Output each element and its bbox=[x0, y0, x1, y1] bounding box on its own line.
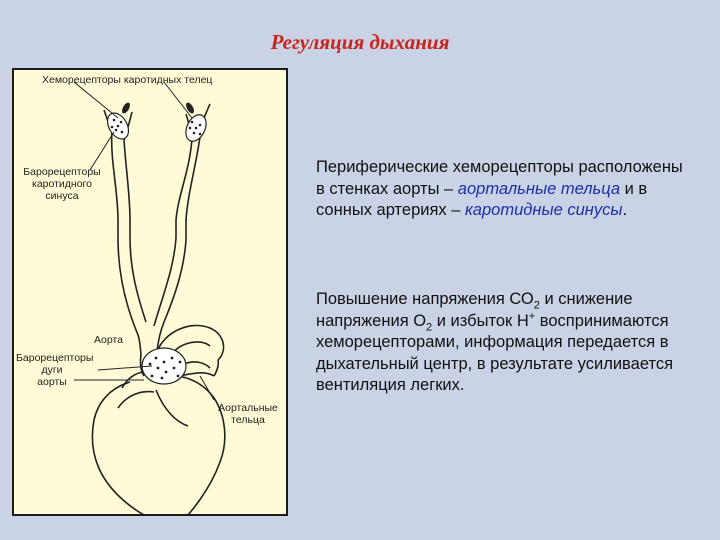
label-chemoreceptors: Хеморецепторы каротидных телец bbox=[42, 74, 213, 86]
label-baroreceptors-arch: Барорецепторы дуги аорты bbox=[16, 352, 94, 388]
highlight-aortic-bodies: аортальные тельца bbox=[457, 179, 620, 198]
highlight-carotid-sinuses: каротидные синусы bbox=[465, 201, 623, 219]
paragraph-peripheral-chemoreceptors: Периферические хеморецепторы расположены… bbox=[316, 158, 683, 219]
label-aorta: Аорта bbox=[94, 334, 123, 346]
anatomy-figure: Хеморецепторы каротидных телец Барорецеп… bbox=[12, 68, 288, 516]
label-baroreceptors-carotid: Барорецепторы каротидного синуса bbox=[23, 166, 101, 202]
paragraph-ventilation: Повышение напряжения СО2 и снижение напр… bbox=[316, 290, 673, 394]
label-aortic-bodies: Аортальные тельца bbox=[218, 402, 278, 426]
slide-title: Регуляция дыхания bbox=[270, 30, 450, 54]
heart-arteries-diagram bbox=[73, 81, 226, 514]
